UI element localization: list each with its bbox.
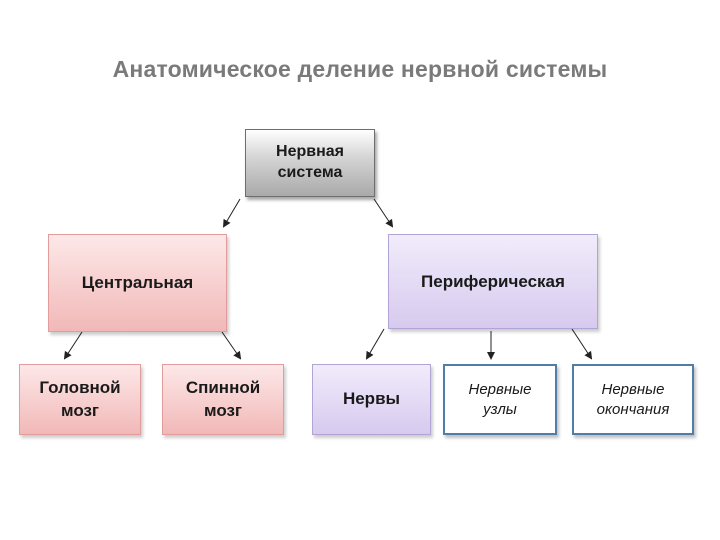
node-ganglia-label: Нервные узлы [468, 381, 532, 418]
node-nerve-endings-label: Нервные окончания [596, 381, 670, 418]
node-spinal-cord: Спинной мозг [162, 364, 284, 435]
node-central-label: Центральная [81, 272, 194, 292]
node-peripheral: Периферическая [388, 234, 598, 329]
node-central: Центральная [48, 234, 227, 332]
arrow-peripheral-nerves [365, 328, 385, 360]
node-brain: Головной мозг [19, 364, 141, 435]
node-brain-label: Головной мозг [39, 378, 121, 420]
node-nervous-system: Нервная система [245, 129, 375, 197]
node-nervous-system-label: Нервная система [276, 143, 344, 181]
diagram-title: Анатомическое деление нервной системы [112, 56, 608, 82]
node-nerves: Нервы [312, 364, 431, 435]
node-spinal-cord-label: Спинной мозг [185, 378, 261, 420]
arrow-central-brain [63, 331, 83, 360]
node-nerves-label: Нервы [342, 389, 401, 409]
arrow-root-peripheral [373, 198, 394, 228]
node-peripheral-label: Периферическая [421, 272, 565, 291]
node-ganglia: Нервные узлы [443, 364, 557, 435]
arrow-peripheral-endings [571, 328, 593, 360]
arrow-root-central [222, 198, 241, 228]
arrow-central-spinal [221, 331, 242, 360]
node-nerve-endings: Нервные окончания [572, 364, 694, 435]
